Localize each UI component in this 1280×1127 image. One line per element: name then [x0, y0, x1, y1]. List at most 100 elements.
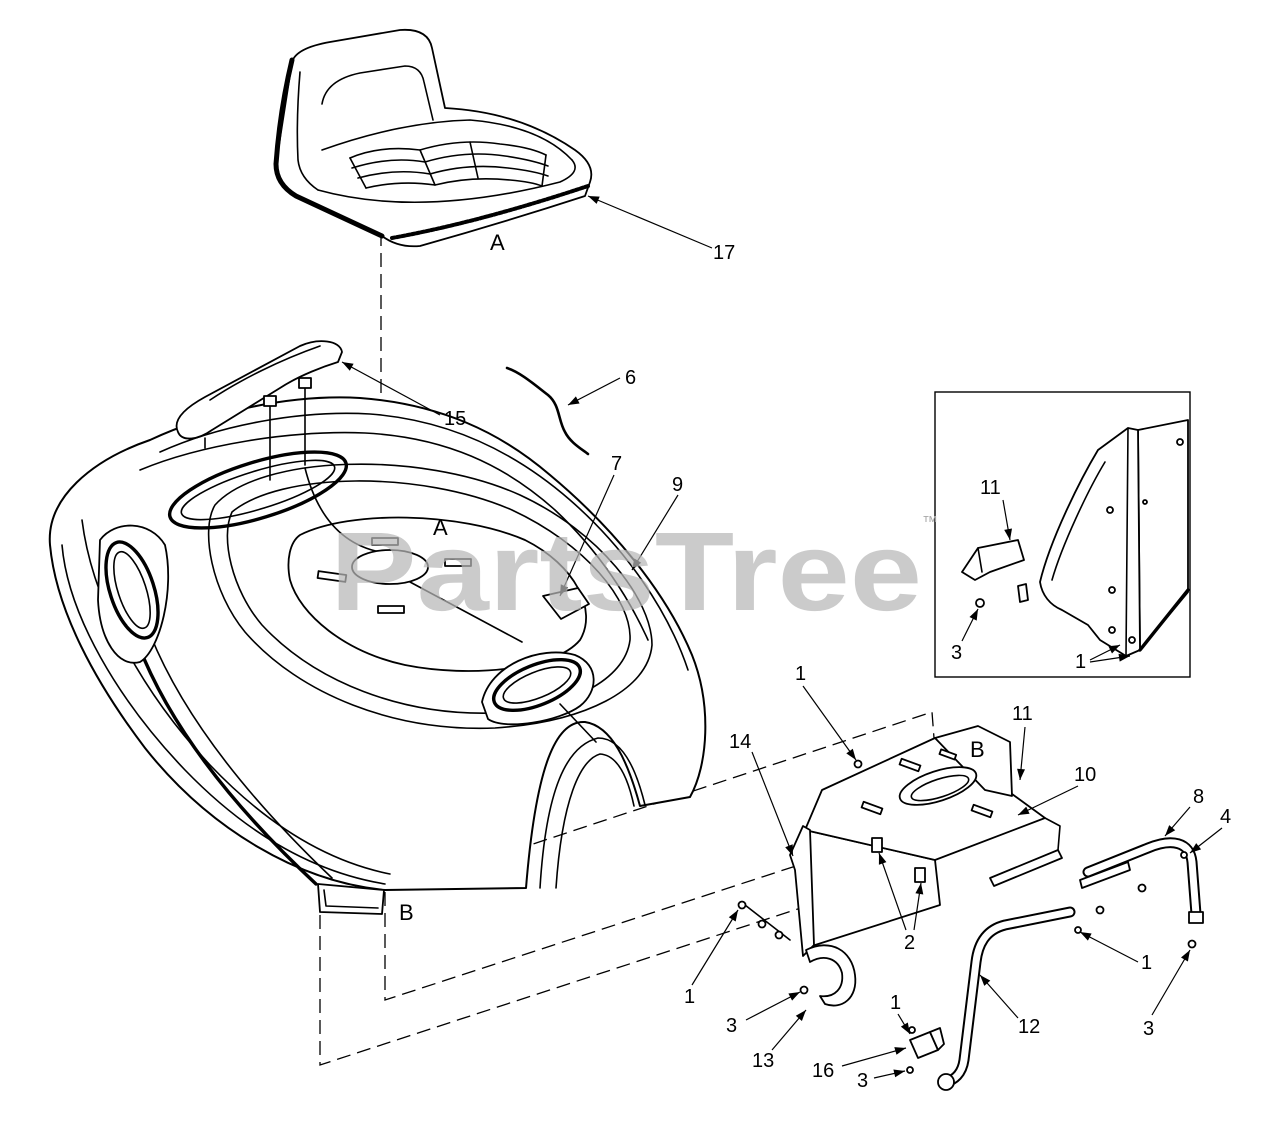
watermark-trademark: ™ — [922, 514, 938, 531]
seat-groove — [357, 165, 549, 179]
plate-hole — [898, 766, 978, 806]
bracket-assembly — [737, 725, 1204, 1091]
lever-end — [937, 1073, 955, 1091]
callout-14-leader-arrowhead — [785, 844, 793, 856]
screw — [908, 1026, 916, 1034]
callout-7: 7 — [611, 453, 622, 475]
callout-14-leader — [751, 751, 794, 857]
seat-cushion-back — [321, 119, 573, 161]
bolt — [871, 837, 883, 853]
inset-detail: 11 3 1 — [934, 391, 1191, 678]
seat-groove-end — [349, 141, 547, 189]
plate-slot — [970, 803, 994, 819]
inset-spacer — [1017, 583, 1029, 603]
left-intake-housing — [97, 524, 170, 664]
callout-1-upper-leader-arrowhead — [846, 748, 856, 760]
inset-clip-bend — [977, 547, 983, 573]
inset-nut — [975, 598, 985, 608]
armrest-clip — [263, 395, 277, 407]
mount-slot — [377, 605, 405, 614]
callout-1-upper-leader — [802, 685, 857, 761]
callout-2-leader-arrowhead — [878, 853, 887, 865]
callout-13: 13 — [752, 1050, 774, 1072]
hood-top-ridge — [139, 431, 649, 641]
screw — [757, 919, 767, 929]
ref-letter-b-plate: B — [970, 737, 985, 762]
callout-3-lower: 3 — [857, 1070, 868, 1092]
seat-groove — [351, 153, 549, 169]
callout-16-leader-arrowhead — [894, 1047, 906, 1055]
notch-stripe — [555, 753, 635, 889]
callout-3-left: 3 — [726, 1015, 737, 1037]
plate-bend — [1044, 817, 1061, 851]
inset-callout-1-leader-arrowhead — [1108, 645, 1120, 654]
callout-1-left: 1 — [684, 986, 695, 1008]
inset-hole — [1142, 499, 1148, 505]
callout-2: 2 — [904, 932, 915, 954]
left-intake-oval — [104, 540, 160, 640]
nut — [799, 985, 809, 995]
screw — [1180, 851, 1188, 859]
callout-leaders — [341, 195, 1223, 1079]
clip-part-tab — [929, 1027, 945, 1051]
rear-left-dashed-line — [319, 894, 811, 1066]
rear-flange — [934, 725, 1013, 797]
watermark-text: PartsTree — [330, 509, 922, 634]
bolt — [914, 867, 926, 883]
callout-3-right: 3 — [1143, 1018, 1154, 1040]
callout-7-leader — [559, 474, 615, 597]
rear-channel — [317, 883, 385, 915]
callout-15-leader-arrowhead — [342, 362, 354, 371]
lever-part-inner — [942, 908, 1074, 1086]
armrest — [175, 340, 343, 481]
hood — [48, 396, 707, 915]
rear-opening-inner — [180, 459, 336, 521]
nut — [906, 1066, 914, 1074]
seat-outline — [274, 28, 593, 248]
seat-back-edge — [273, 57, 385, 239]
inset-callout-3: 3 — [951, 642, 962, 664]
hood-top-ridge — [159, 412, 689, 671]
callout-1-lower-leader-arrowhead — [900, 1022, 910, 1034]
callout-2-leader — [878, 852, 907, 931]
inset-callout-11: 11 — [980, 477, 1001, 499]
callout-4: 4 — [1220, 806, 1231, 828]
armrest-body — [175, 340, 343, 440]
front-opening-line — [559, 703, 597, 743]
callout-1-right-leader-arrowhead — [1080, 932, 1092, 941]
callout-10-leader — [1017, 785, 1079, 816]
inset-callout-1-leader-arrowhead — [1118, 653, 1130, 662]
callout-17-leader-arrowhead — [588, 196, 600, 204]
armrest-highlight — [209, 345, 321, 401]
plate-hole-inner — [910, 774, 970, 802]
front-opening-housing — [481, 651, 595, 726]
callout-1-left-leader — [691, 909, 739, 986]
armrest-clip — [298, 377, 312, 389]
callout-15-leader — [341, 361, 441, 416]
callout-12-leader-arrowhead — [980, 975, 991, 986]
callout-1-lower: 1 — [890, 992, 901, 1014]
mount-slot — [316, 570, 348, 583]
plate-slot — [938, 748, 958, 761]
callout-1-upper: 1 — [795, 663, 806, 685]
callout-10: 10 — [1074, 764, 1096, 786]
screw — [737, 900, 747, 910]
hood-side-groove — [136, 642, 318, 886]
front-opening-inner — [502, 666, 572, 704]
hidden-line — [409, 581, 523, 643]
rear-channel-edge — [323, 889, 379, 909]
callout-8-leader-arrowhead — [1165, 825, 1176, 836]
callout-3-left-leader-arrowhead — [788, 992, 800, 1001]
side-bracket — [789, 825, 815, 957]
inset-screw — [1128, 636, 1136, 644]
callout-11: 11 — [1012, 703, 1033, 725]
inset-hole — [1106, 506, 1114, 514]
callout-labels: 17 A 15 6 7 9 A B 1 14 11 10 B 8 4 2 1 1… — [399, 230, 1231, 1092]
callout-16: 16 — [812, 1060, 834, 1082]
mount-slot — [444, 558, 472, 567]
callout-3-right-leader — [1151, 949, 1191, 1016]
callout-17-leader — [587, 195, 713, 249]
inset-screw — [1108, 626, 1116, 634]
inset-callout-1: 1 — [1075, 651, 1086, 673]
